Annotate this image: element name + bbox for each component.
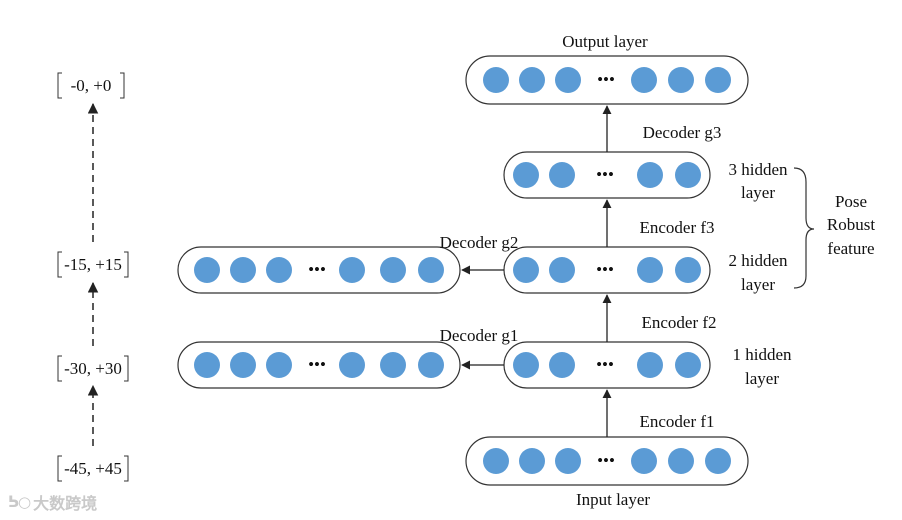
node (637, 162, 663, 188)
node (519, 448, 545, 474)
decoder-g1-output: ••• (177, 341, 461, 389)
node (513, 162, 539, 188)
ellipsis-dots: ••• (596, 260, 614, 279)
ellipsis-dots: ••• (308, 355, 326, 374)
output-layer: ••• (465, 55, 749, 105)
node (266, 257, 292, 283)
encoder-f1-label: Encoder f1 (639, 412, 714, 431)
range-15-text: -15, +15 (64, 255, 122, 274)
node (418, 257, 444, 283)
range-0-text: -0, +0 (71, 76, 112, 95)
node (631, 448, 657, 474)
node (380, 352, 406, 378)
node (631, 67, 657, 93)
hidden-layer-3-label-line2: layer (741, 183, 775, 202)
node (555, 67, 581, 93)
hidden-layer-2-label-line1: 2 hidden (728, 251, 788, 270)
decoder-g2-output: ••• (177, 246, 461, 294)
range-30-text: -30, +30 (64, 359, 122, 378)
node (555, 448, 581, 474)
node (513, 257, 539, 283)
feature-label-line2: Robust (827, 215, 875, 234)
bracket-left (57, 455, 62, 482)
bracket-right (120, 72, 125, 99)
bracket-right (124, 251, 129, 278)
range-45-text: -45, +45 (64, 459, 122, 478)
ellipsis-dots: ••• (596, 165, 614, 184)
range-0: -0, +0 (57, 72, 125, 99)
hidden-layer-1-label-line1: 1 hidden (732, 345, 792, 364)
encoder-f3-label: Encoder f3 (639, 218, 714, 237)
node (668, 67, 694, 93)
node (418, 352, 444, 378)
hidden-layer-2: ••• (503, 246, 711, 294)
feature-label-line3: feature (827, 239, 874, 258)
node (675, 162, 701, 188)
range-45: -45, +45 (57, 455, 129, 482)
node (483, 448, 509, 474)
node (549, 257, 575, 283)
node (230, 257, 256, 283)
node (194, 257, 220, 283)
node (637, 352, 663, 378)
node (675, 352, 701, 378)
hidden-layer-3-label-line1: 3 hidden (728, 160, 788, 179)
watermark-logo-icon: ᕊ○ (8, 493, 31, 511)
hidden-layer-3: ••• (503, 151, 711, 199)
range-15: -15, +15 (57, 251, 129, 278)
node (339, 352, 365, 378)
input-layer-label: Input layer (576, 490, 650, 509)
decoder-g1-label: Decoder g1 (440, 326, 519, 345)
hidden-layer-2-label-line2: layer (741, 275, 775, 294)
node (675, 257, 701, 283)
hidden-layer-1-label-line2: layer (745, 369, 779, 388)
node (513, 352, 539, 378)
node (705, 448, 731, 474)
node (637, 257, 663, 283)
range-30: -30, +30 (57, 355, 129, 382)
ellipsis-dots: ••• (596, 355, 614, 374)
bracket-left (57, 355, 62, 382)
hidden-layer-1: ••• (503, 341, 711, 389)
node (230, 352, 256, 378)
encoder-f2-label: Encoder f2 (641, 313, 716, 332)
bracket-left (57, 72, 62, 99)
output-layer-label: Output layer (562, 32, 648, 51)
input-layer: ••• (465, 436, 749, 486)
decoder-g3-label: Decoder g3 (643, 123, 722, 142)
bracket-left (57, 251, 62, 278)
node (705, 67, 731, 93)
node (380, 257, 406, 283)
decoder-g2-label: Decoder g2 (440, 233, 519, 252)
bracket-right (124, 455, 129, 482)
node (194, 352, 220, 378)
watermark: ᕊ○ 大数跨境 (8, 490, 97, 514)
ellipsis-dots: ••• (308, 260, 326, 279)
node (266, 352, 292, 378)
curly-brace (793, 167, 815, 289)
node (549, 352, 575, 378)
watermark-text: 大数跨境 (33, 494, 98, 513)
ellipsis-dots: ••• (597, 451, 615, 470)
bracket-right (124, 355, 129, 382)
node (483, 67, 509, 93)
node (549, 162, 575, 188)
node (339, 257, 365, 283)
node (519, 67, 545, 93)
feature-label-line1: Pose (835, 192, 867, 211)
ellipsis-dots: ••• (597, 70, 615, 89)
node (668, 448, 694, 474)
